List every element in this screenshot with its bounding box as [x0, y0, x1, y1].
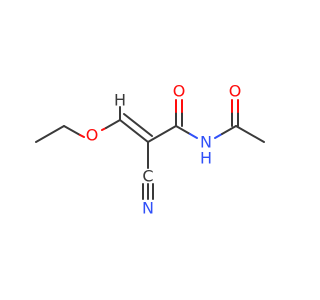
- atom-label-o-amide2: O: [229, 82, 242, 101]
- atom-label-n-nitrile: N: [142, 199, 154, 218]
- bond-carbonyl1-n-carbon: [175, 125, 191, 135]
- bond-n-carbonyl2-nitrogen: [214, 133, 223, 139]
- atom-label-c-nitrile: C: [142, 167, 153, 186]
- molecule-structure: O H C N O N H O: [35, 82, 265, 218]
- bond-acetyl-methyl: [235, 125, 265, 143]
- bond-o-vinyl-carbon: [105, 119, 121, 129]
- bond-alkene-2: [123, 113, 153, 137]
- bond-alkene-1: [119, 119, 149, 143]
- atom-label-h-vinyl: H: [114, 91, 126, 110]
- bond-carbonyl1-n-nitrogen: [189, 133, 198, 139]
- bond-ethyl-ch2-o-carbon: [63, 125, 81, 136]
- bond-n-carbonyl2-carbon: [221, 125, 237, 135]
- atom-label-n-amide: N: [200, 133, 212, 152]
- bond-ethyl-ch3-ch2: [35, 125, 65, 143]
- atom-label-h-amide: H: [200, 149, 212, 168]
- bond-alpha-carbonyl: [147, 125, 177, 143]
- atom-label-o-ether: O: [86, 126, 99, 145]
- atom-label-o-amide1: O: [173, 82, 186, 101]
- bond-ethyl-ch2-o-oxygen: [79, 134, 85, 138]
